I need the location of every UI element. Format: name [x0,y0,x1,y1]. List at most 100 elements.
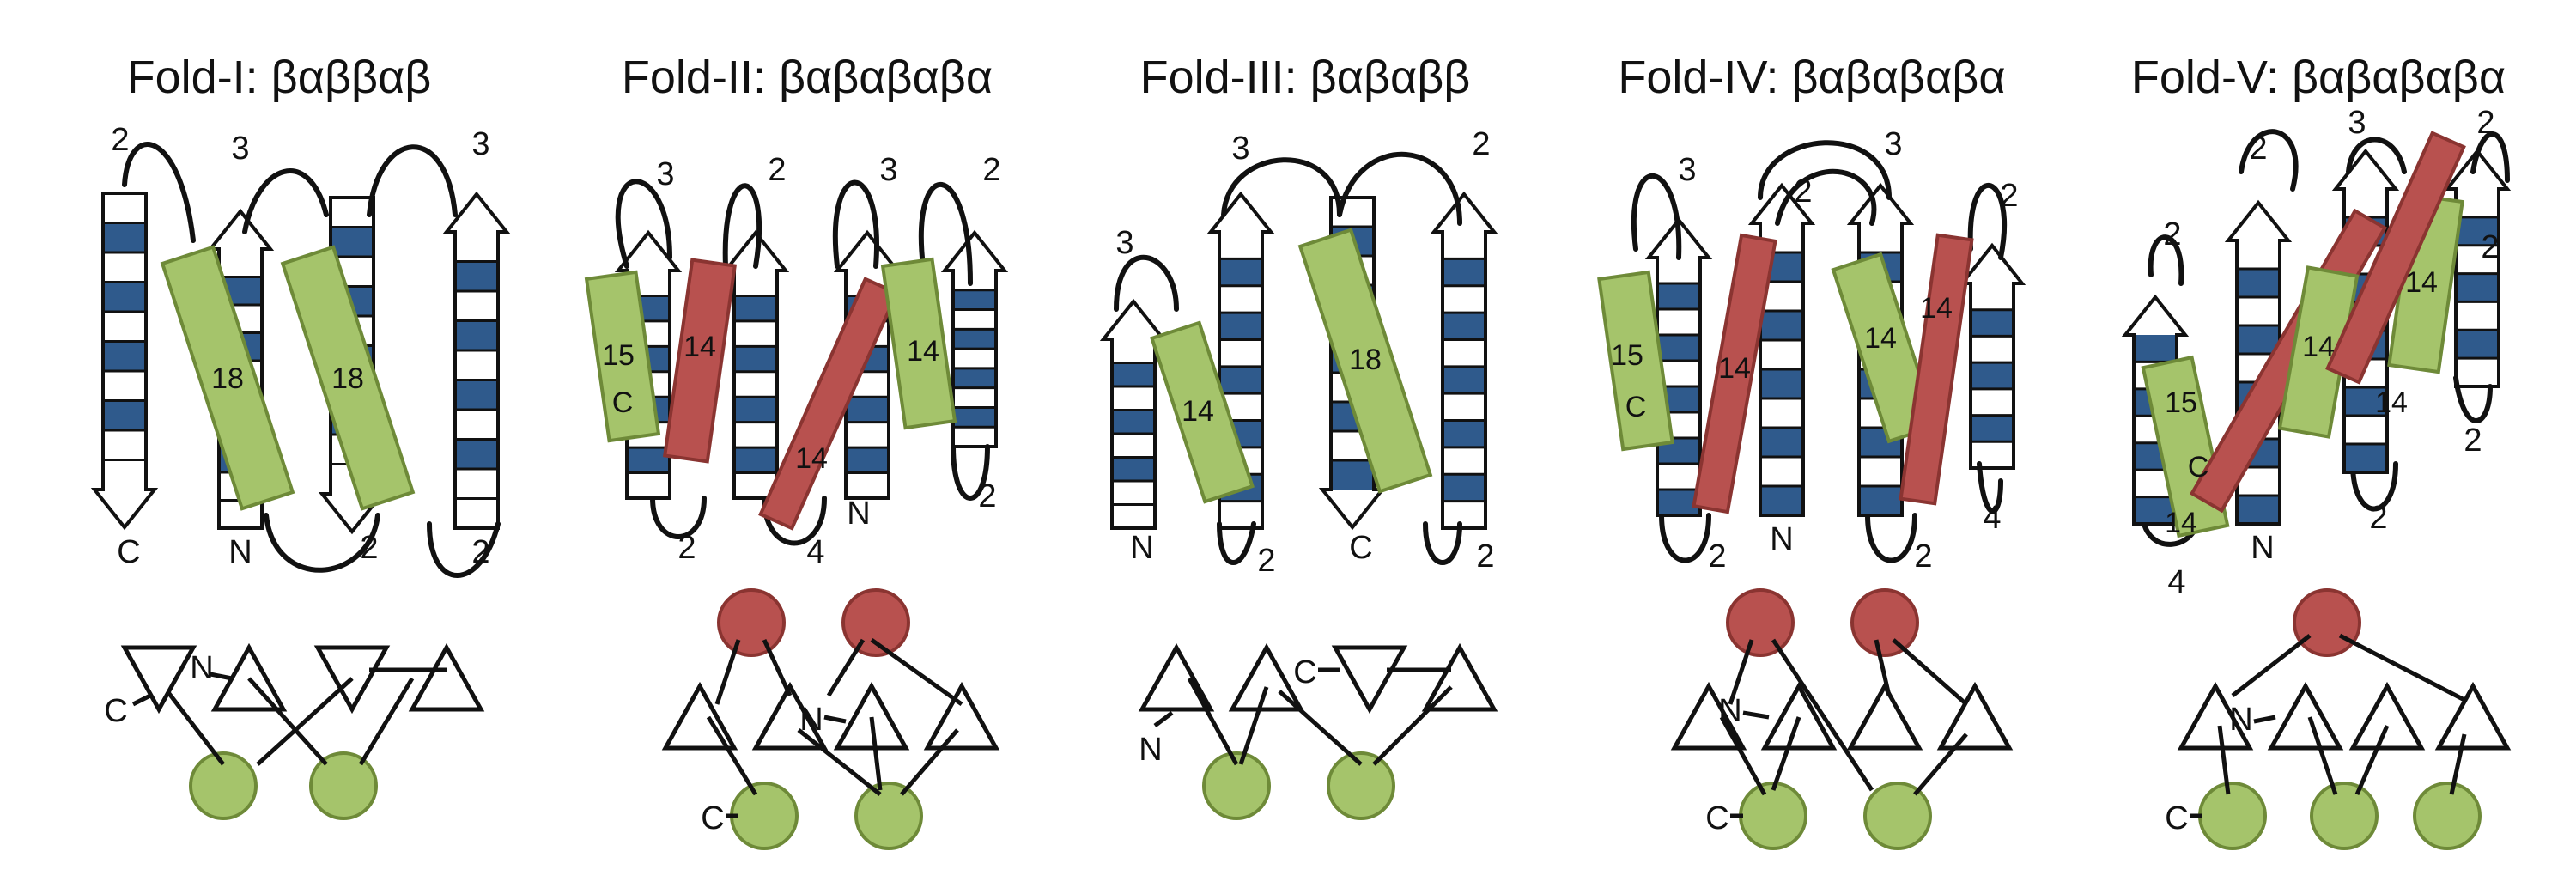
c-terminus-label: C [612,386,634,419]
strand-length-label: 2 [1257,543,1275,579]
topology-connector [1278,690,1363,766]
strand-band [2134,496,2177,524]
strand-length-label: N [2251,530,2274,566]
strand-length-label: 2 [2369,500,2387,536]
helix-circle [1726,588,1795,657]
strand-outline [90,192,159,531]
n-terminus-label: N [799,702,823,738]
topology-connector [900,728,959,796]
strand-outline [1958,242,2026,470]
topology-connector [706,715,758,796]
strand-length-label: 2 [1476,538,1494,575]
strand-band [1112,410,1155,434]
strand-band [1331,460,1374,490]
helix-circle [2413,782,2482,850]
strand-band [1219,366,1262,394]
loop-connection [2470,131,2510,183]
topology-connector [166,690,225,766]
strand-band [1443,366,1485,394]
strand-band [2456,330,2499,359]
alpha-helix [584,270,661,443]
alpha-helix: 18 [160,245,295,511]
c-terminus-label: C [104,693,127,729]
topology-connector [2338,633,2466,702]
strand-outline [614,229,683,500]
helix-circle [2293,588,2361,657]
strand-length-label: N [847,496,870,532]
strand-band [1760,428,1803,457]
helix-body [880,257,957,430]
strand-triangle [1670,681,1747,751]
helix-circle [854,782,923,850]
helix-circle [1202,751,1271,820]
strand-band [2134,335,2177,362]
strand-band [1859,486,1902,515]
helix-body [280,245,416,511]
loop-connection [951,444,990,501]
strand-length-label: 4 [1983,500,2001,536]
topology-connector [1153,711,1174,727]
strand-band [2344,387,2387,416]
helix-body [1297,228,1433,494]
strand-band [1760,311,1803,340]
loop-connection [650,496,707,539]
helix-body [1899,233,1974,506]
loop-connection [2350,461,2398,512]
helix-label: 14 [2405,266,2438,299]
topology-connector [1913,733,1968,796]
helix-circle [309,751,378,820]
loop-connection [1337,152,1462,226]
strand-length-label: 2 [1708,538,1726,575]
strand-outline [940,229,1009,448]
strand-triangle [2267,681,2344,751]
topology-connector [1728,639,1754,705]
topology-connector [1771,638,1874,792]
strand-triangle [2434,681,2512,751]
helix-circle [2310,782,2379,850]
c-terminus-label: C [2165,800,2188,836]
strand-length-label: 4 [2167,564,2185,600]
loop-connection [2346,137,2407,174]
alpha-helix [880,257,957,430]
strand-triangle [120,645,197,715]
strand-length-label: 2 [1914,538,1932,575]
strand-band [1657,335,1700,361]
n-terminus-label: N [190,650,213,686]
helix-label: 14 [2375,386,2408,419]
c-terminus-label: C [1293,654,1316,690]
loop-connection [722,183,762,269]
topology-connector [210,672,233,681]
fold-title: Fold-V: βαβαβαβα [2131,52,2506,103]
beta-strand [1747,182,1816,517]
topology-connector [823,715,847,724]
loop-connection [427,521,501,578]
fold-title: Fold-III: βαβαββ [1140,52,1471,103]
strand-length-label: 2 [982,152,1000,188]
fold-title: Fold-I: βαββαβ [127,52,432,103]
strand-length-label: 2 [2163,216,2181,252]
strand-band [2237,496,2280,524]
topology-connector [714,639,741,705]
loop-connection [1977,461,2003,514]
helix-circle [1850,588,1919,657]
loop-connection [122,142,196,243]
helix-body [2325,131,2466,385]
n-terminus-label: N [1718,693,1741,729]
topology-connector [1187,677,1239,766]
strand-length-label: 3 [656,156,674,192]
alpha-helix [1149,320,1255,504]
strand-length-label: 2 [2476,105,2494,141]
loop-connection [1967,182,2007,260]
helix-label: 14 [2165,507,2197,539]
helix-body [1149,320,1255,504]
helix-circle [1739,782,1807,850]
strand-outline [1099,298,1168,530]
strand-outline [2331,148,2400,474]
strand-band [846,447,889,473]
beta-strand [442,191,511,530]
strand-length-label: 3 [471,126,489,162]
strand-band [953,289,996,310]
strand-band [455,261,498,291]
